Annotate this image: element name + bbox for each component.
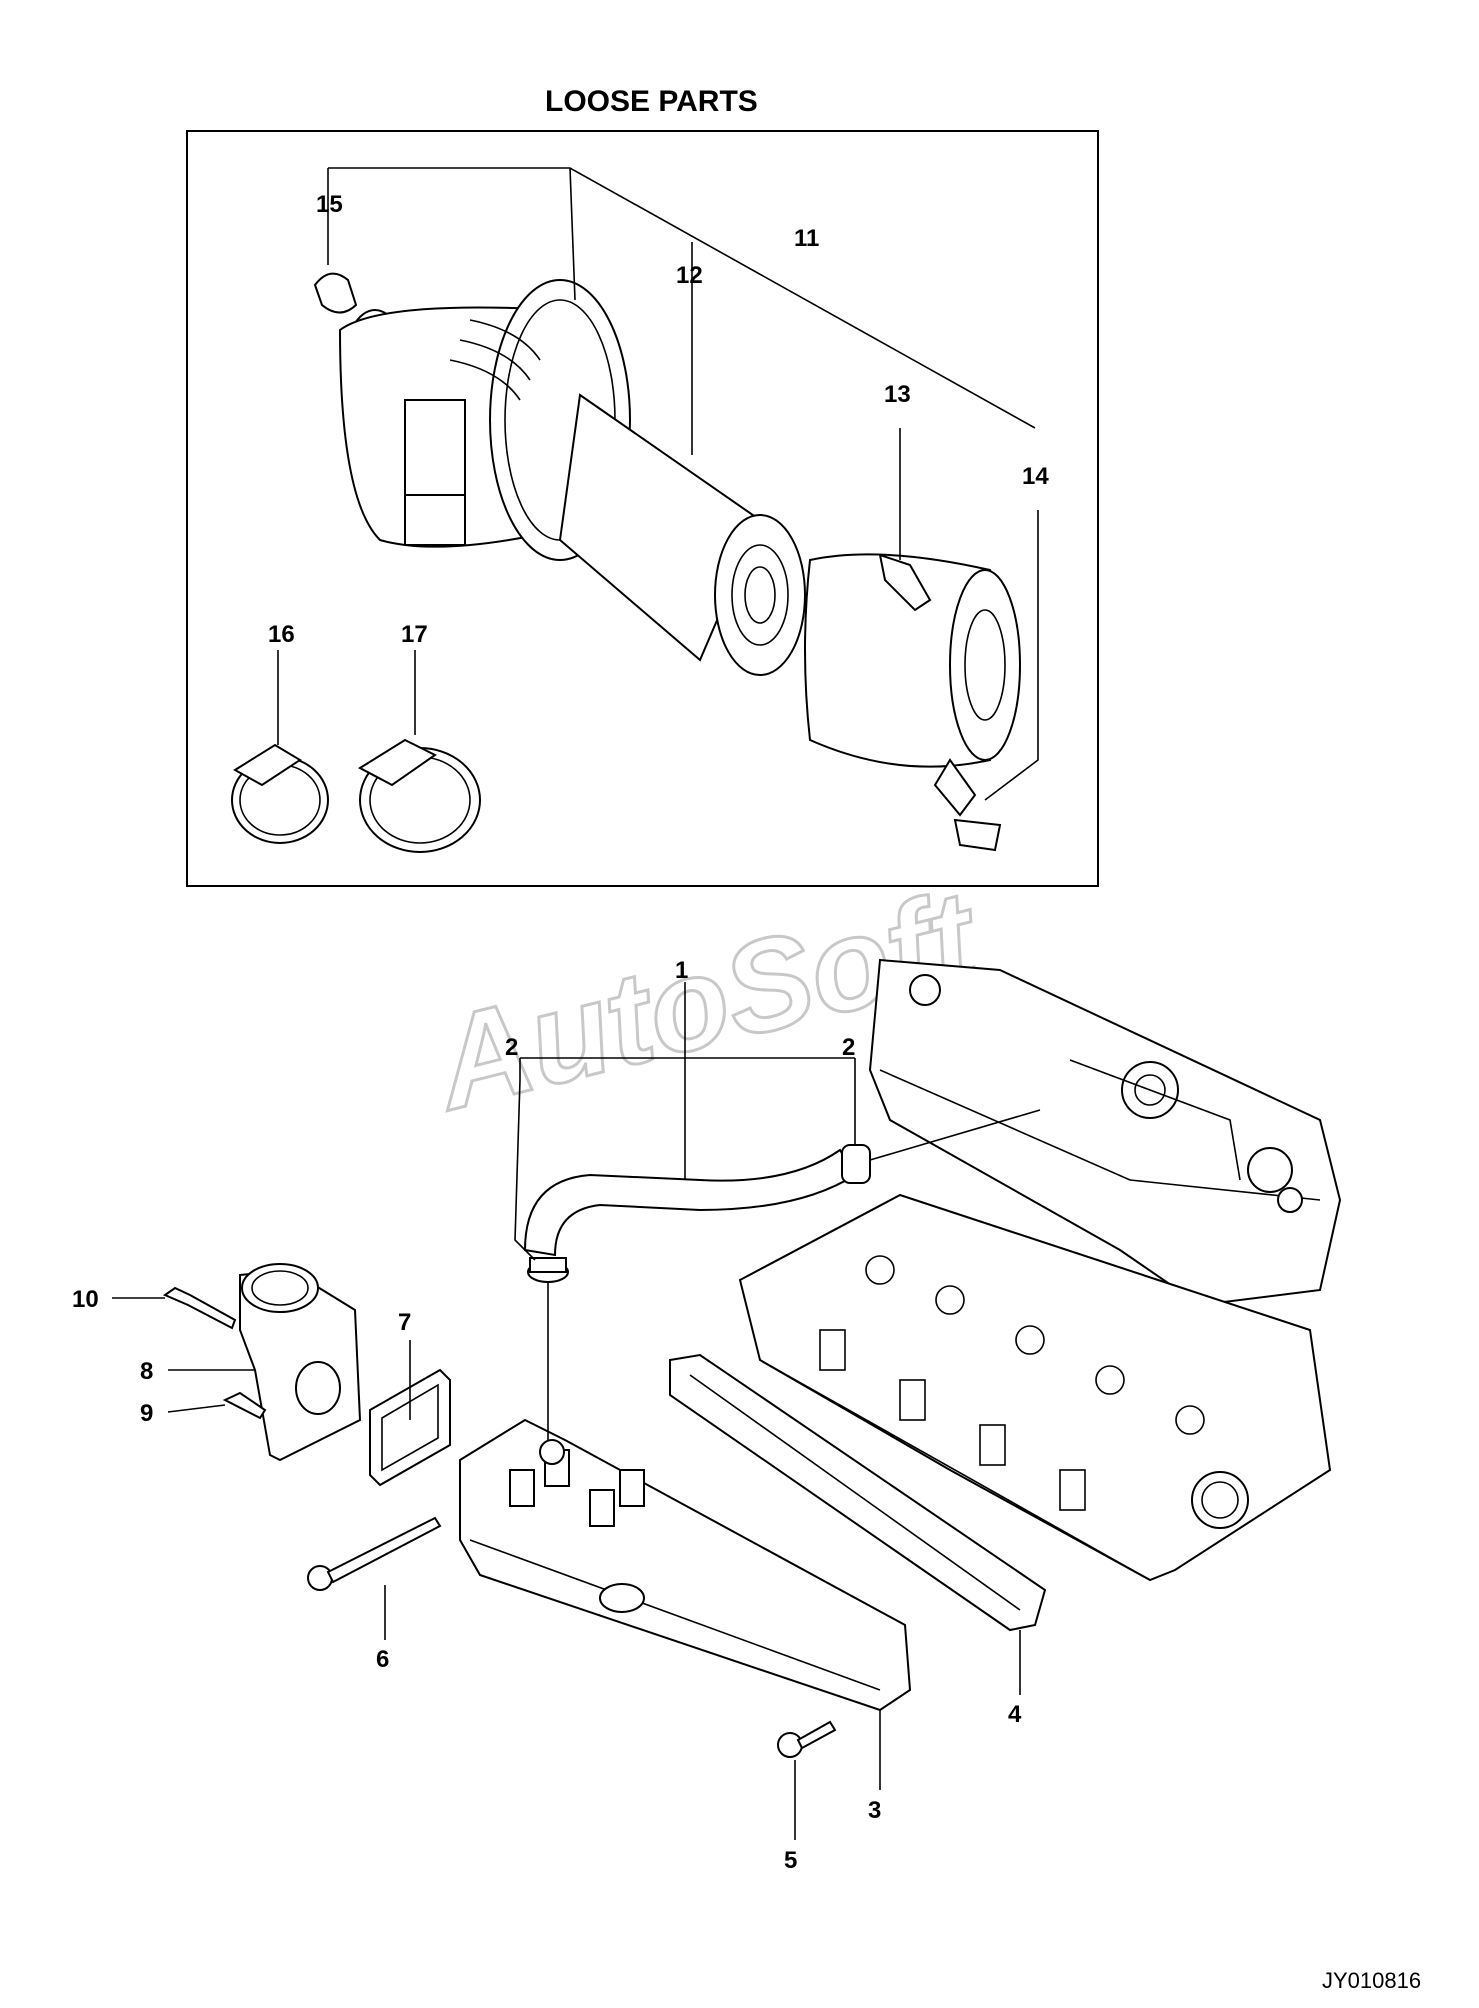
callout-15: 15	[316, 191, 343, 218]
callout-6: 6	[376, 1646, 389, 1673]
callout-7: 7	[398, 1309, 411, 1336]
intake-manifold[interactable]	[459, 1418, 912, 1712]
callout-3: 3	[868, 1797, 881, 1824]
callout-12: 12	[676, 262, 703, 289]
thermostat-gasket[interactable]	[369, 1368, 451, 1487]
callout-16: 16	[268, 621, 295, 648]
diagram-title: LOOSE PARTS	[545, 85, 758, 118]
bolt-10[interactable]	[162, 1286, 237, 1330]
thermostat-housing[interactable]	[239, 1263, 362, 1462]
cylinder-head-cover[interactable]	[868, 958, 1342, 1307]
cylinder-head[interactable]	[738, 1193, 1332, 1582]
callout-13: 13	[884, 381, 911, 408]
valve-cap[interactable]	[313, 272, 358, 314]
hose-clamp-upper[interactable]	[841, 1144, 871, 1184]
callout-10: 10	[72, 1286, 99, 1313]
callout-2-right: 2	[842, 1034, 855, 1061]
dust-cover[interactable]	[804, 553, 1021, 852]
callout-1: 1	[675, 957, 688, 984]
callout-8: 8	[140, 1358, 153, 1385]
callout-4: 4	[1008, 1701, 1022, 1728]
bolt-5[interactable]	[777, 1720, 837, 1758]
intake-hose[interactable]	[523, 1148, 857, 1257]
bolt-6[interactable]	[307, 1516, 442, 1591]
callout-11: 11	[794, 225, 819, 252]
callout-9: 9	[140, 1400, 153, 1427]
manifold-gasket[interactable]	[669, 1353, 1047, 1632]
air-cleaner-assembly[interactable]	[338, 279, 806, 676]
callout-2-left: 2	[505, 1034, 518, 1061]
drawing-code: JY010816	[1322, 1968, 1421, 1993]
hose-clamp-lower[interactable]	[527, 1257, 569, 1283]
callout-5: 5	[784, 1847, 797, 1874]
bolt-9[interactable]	[222, 1391, 267, 1420]
hose-clamp-17[interactable]	[357, 738, 481, 853]
loose-parts-frame	[186, 130, 1099, 887]
callout-14: 14	[1022, 463, 1049, 490]
callout-17: 17	[401, 621, 428, 648]
hose-clamp-16[interactable]	[231, 743, 329, 844]
